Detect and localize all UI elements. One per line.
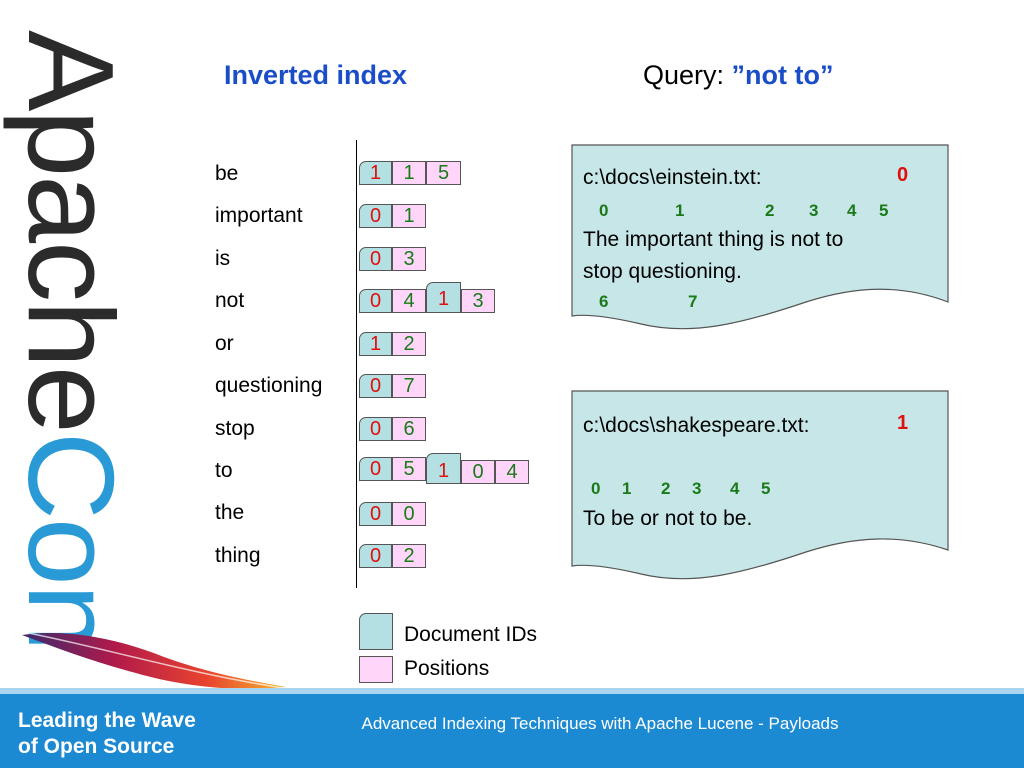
document-text-line: stop questioning.: [583, 260, 742, 283]
position-box: 6: [392, 417, 426, 441]
term-to: to: [215, 459, 233, 482]
word-position-number: 7: [688, 292, 698, 311]
index-separator-line: [356, 140, 357, 588]
position-box: 3: [392, 247, 426, 271]
legend-positions-label: Positions: [404, 657, 490, 680]
position-box: 2: [392, 332, 426, 356]
feather-icon: [17, 630, 290, 690]
legend-doc-ids-swatch: [359, 613, 393, 650]
term-stop: stop: [215, 417, 255, 440]
document-shakespeare: c:\docs\shakespeare.txt: 1 0 1 2 3 4 5 T…: [571, 390, 949, 585]
word-position-number: 1: [675, 201, 685, 220]
word-position-number: 1: [622, 479, 632, 498]
apachecon-logo: ApacheCon: [3, 30, 139, 650]
logo-apache: Apache: [3, 30, 139, 432]
inverted-index-title: Inverted index: [224, 60, 408, 90]
term-not: not: [215, 289, 245, 312]
query-text: ”not to”: [731, 60, 834, 90]
legend-positions-swatch: [359, 656, 393, 683]
doc-id-box: 1: [426, 282, 461, 313]
position-box: 7: [392, 374, 426, 398]
word-position-number: 4: [730, 479, 740, 498]
position-box: 1: [392, 161, 426, 185]
position-box: 4: [392, 289, 426, 313]
term-be: be: [215, 162, 239, 185]
doc-id-box: 0: [359, 502, 392, 526]
document-text-line: To be or not to be.: [583, 507, 753, 530]
footer-tagline: Leading the Wave of Open Source: [18, 708, 196, 760]
document-einstein: c:\docs\einstein.txt: 0 0 1 2 3 4 5 The …: [571, 144, 949, 334]
footer-stripe: [0, 688, 1024, 694]
document-id-label: 1: [897, 412, 909, 434]
position-box: 1: [392, 204, 426, 228]
doc-id-box: 0: [359, 204, 392, 228]
document-path: c:\docs\einstein.txt:: [583, 166, 762, 189]
doc-id-box: 1: [359, 332, 392, 356]
position-box: 5: [392, 457, 426, 481]
document-id-label: 0: [897, 164, 909, 186]
word-position-number: 2: [661, 479, 671, 498]
position-box: 4: [495, 460, 529, 484]
word-position-number: 0: [599, 201, 609, 220]
word-position-number: 6: [599, 292, 609, 311]
legend-doc-ids-label: Document IDs: [404, 623, 538, 646]
position-box: 0: [392, 502, 426, 526]
term-is: is: [215, 247, 231, 270]
word-position-number: 4: [847, 201, 857, 220]
position-box: 2: [392, 544, 426, 568]
word-position-number: 3: [692, 479, 702, 498]
query-title: Query: ”not to”: [643, 60, 834, 91]
word-position-number: 5: [879, 201, 889, 220]
position-box: 0: [461, 460, 495, 484]
doc-id-box: 0: [359, 289, 392, 313]
document-shape: [571, 144, 949, 330]
footer-tagline-line2: of Open Source: [18, 735, 175, 758]
footer-bar: [0, 688, 1024, 768]
term-the: the: [215, 501, 245, 524]
doc-id-box: 1: [359, 161, 392, 185]
term-important: important: [215, 204, 303, 227]
doc-id-box: 0: [359, 457, 392, 481]
doc-id-box: 1: [426, 453, 461, 484]
doc-id-box: 0: [359, 374, 392, 398]
word-position-number: 5: [761, 479, 771, 498]
document-text-line: The important thing is not to: [583, 228, 844, 251]
position-box: 3: [461, 289, 495, 313]
term-or: or: [215, 332, 234, 355]
position-box: 5: [426, 161, 461, 185]
word-position-number: 0: [591, 479, 601, 498]
doc-id-box: 0: [359, 417, 392, 441]
word-position-number: 2: [765, 201, 775, 220]
doc-id-box: 0: [359, 544, 392, 568]
query-prefix: Query:: [643, 60, 732, 90]
document-path: c:\docs\shakespeare.txt:: [583, 414, 810, 437]
term-questioning: questioning: [215, 374, 323, 397]
document-shape: [571, 390, 949, 580]
word-position-number: 3: [809, 201, 819, 220]
term-thing: thing: [215, 544, 261, 567]
footer-tagline-line1: Leading the Wave: [18, 709, 196, 732]
doc-id-box: 0: [359, 247, 392, 271]
footer-subtitle: Advanced Indexing Techniques with Apache…: [361, 714, 839, 733]
